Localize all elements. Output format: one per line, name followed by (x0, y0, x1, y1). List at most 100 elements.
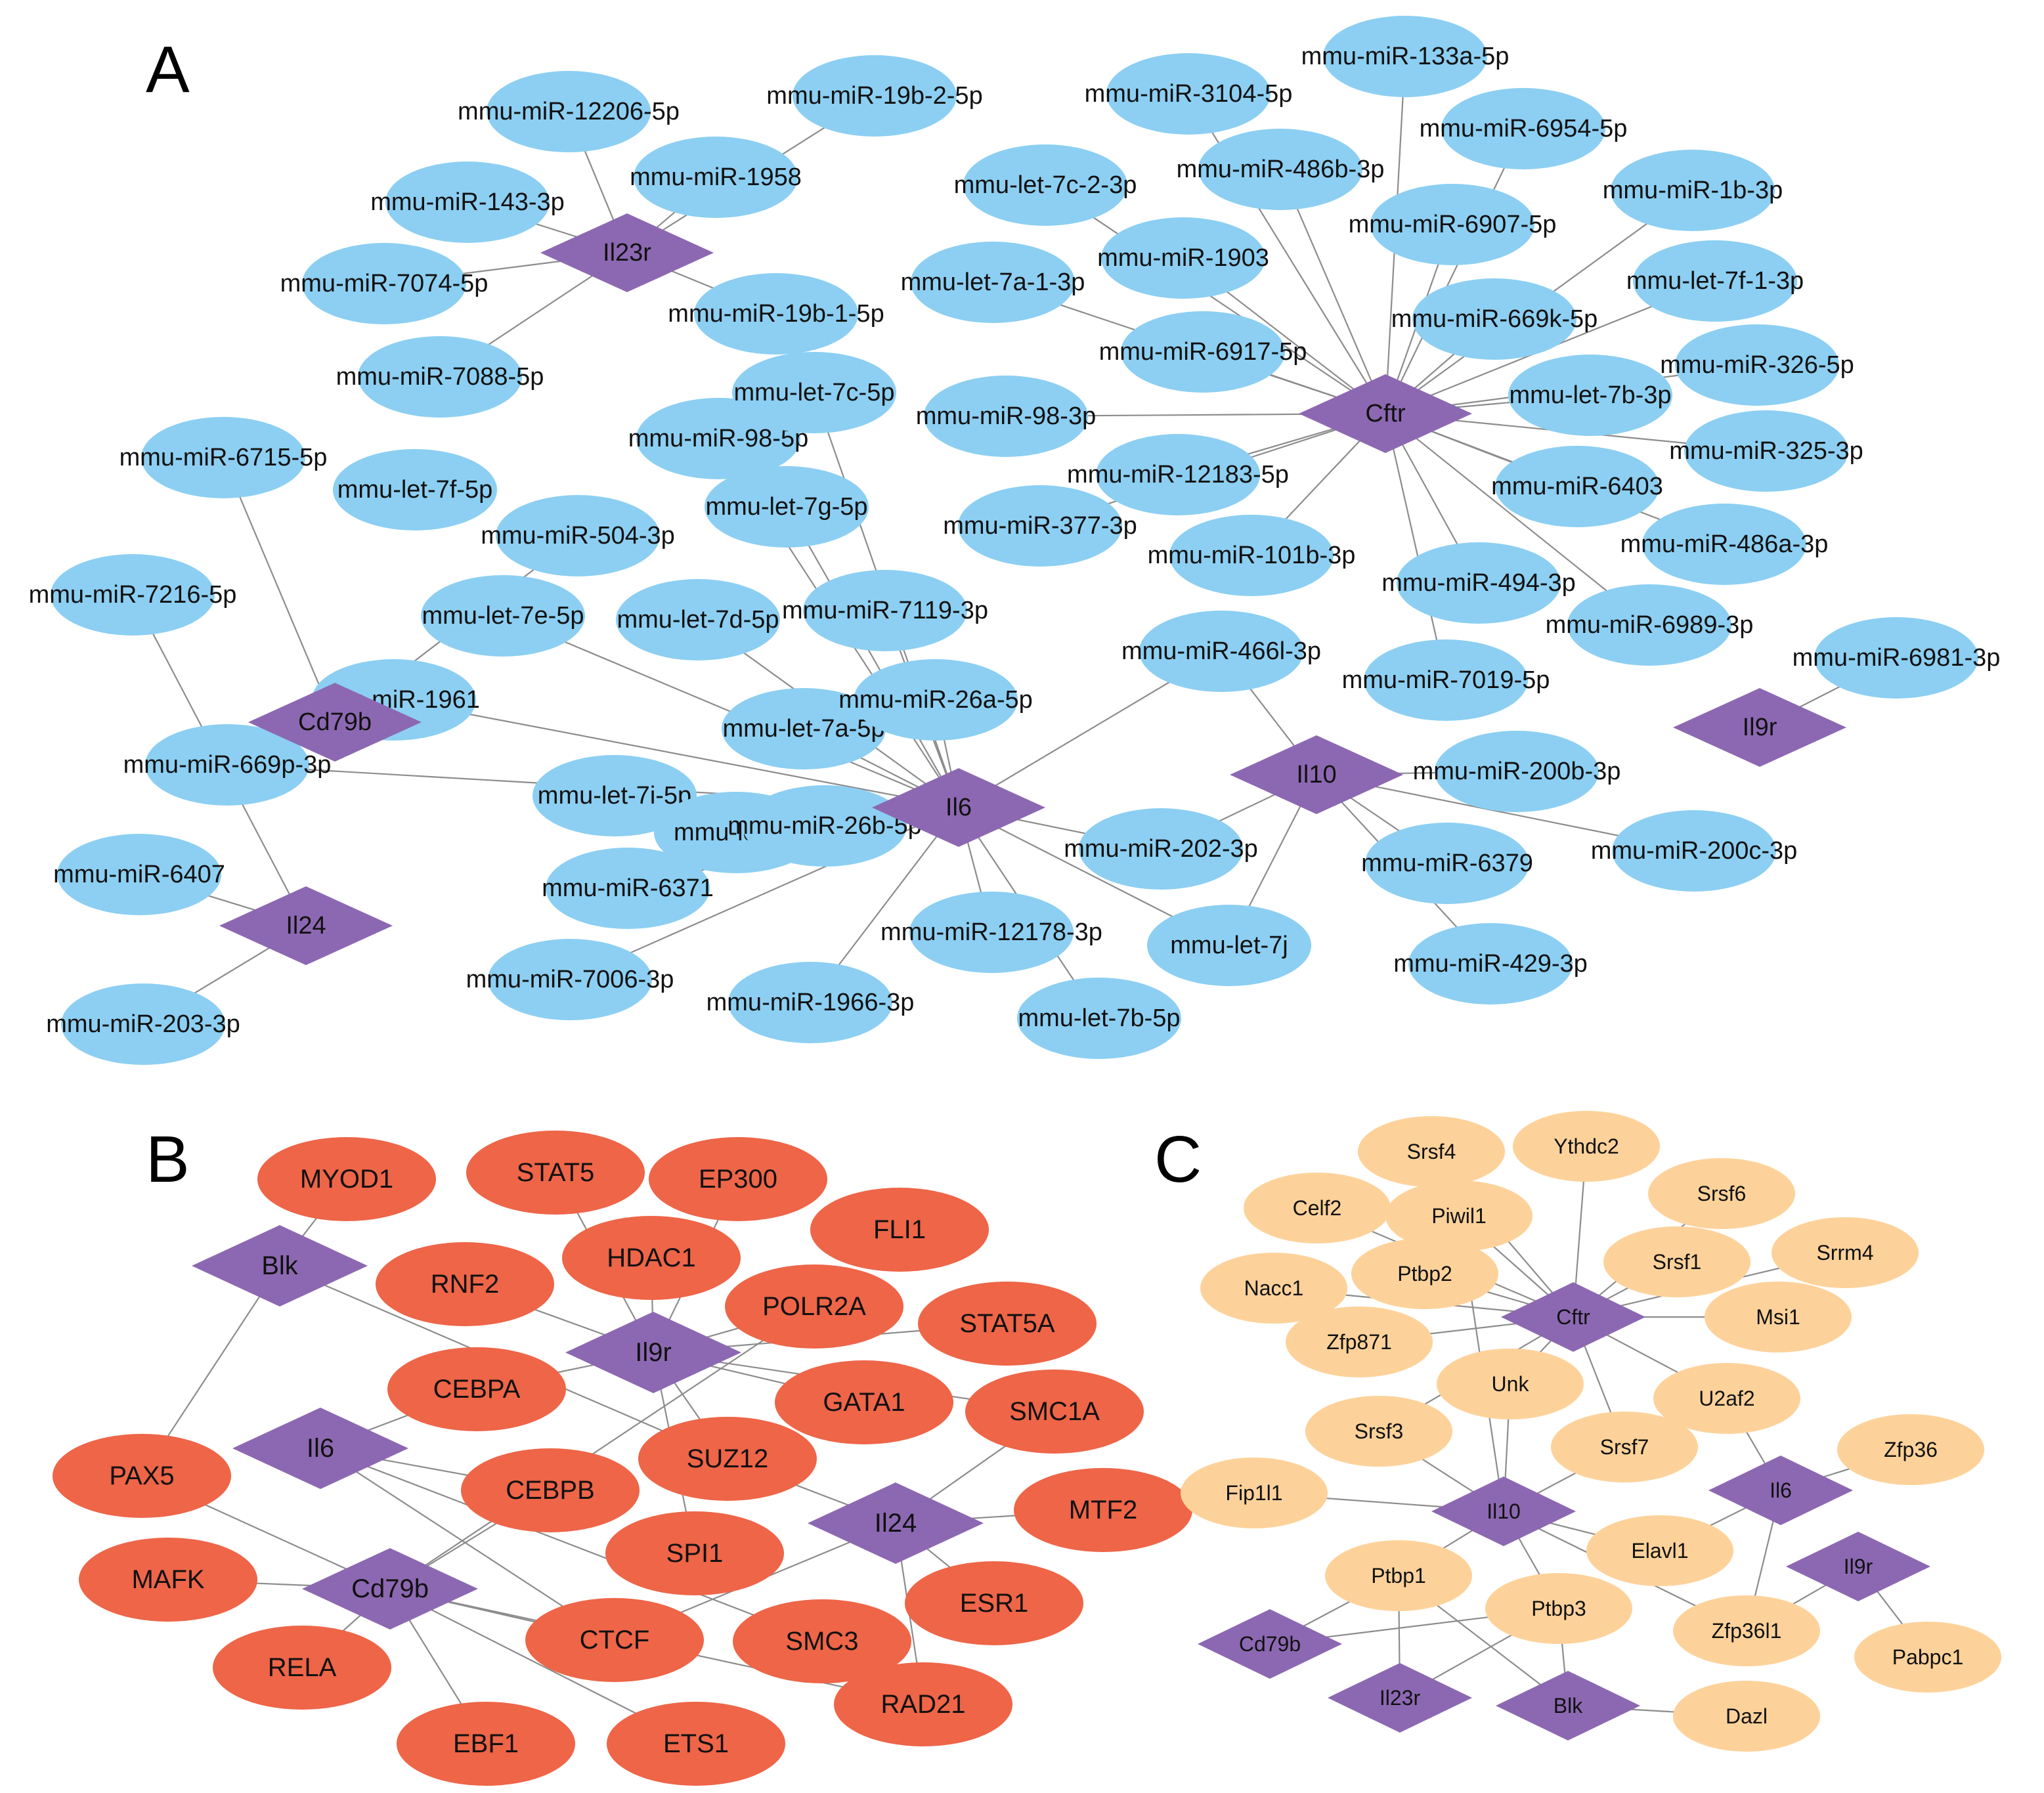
node-label: mmu-miR-7119-3p (782, 597, 988, 624)
node-shape (1200, 1253, 1347, 1324)
node-label: Ptbp2 (1397, 1262, 1452, 1285)
node-label: mmu-miR-377-3p (943, 512, 1137, 540)
edge-il6-mmu-mir-1961 (393, 699, 959, 809)
hub-label: Cd79b (298, 708, 372, 736)
node-mmu-mir-1b-3p: mmu-miR-1b-3p (1603, 150, 1783, 231)
hub-label: Cd79b (351, 1574, 429, 1603)
node-label: Celf2 (1293, 1196, 1342, 1220)
hub-shape (1673, 688, 1846, 767)
node-elavl1: Elavl1 (1586, 1515, 1733, 1586)
node-label: SMC3 (785, 1627, 858, 1656)
node-shape (1567, 584, 1731, 666)
node-label: mmu-miR-12206-5p (458, 98, 680, 125)
node-label: mmu-let-7c-2-3p (954, 171, 1137, 199)
node-shape (1837, 1414, 1984, 1485)
node-label: mmu-miR-486b-3p (1177, 156, 1385, 183)
node-shape (1633, 240, 1797, 322)
node-mmu-mir-6715-5p: mmu-miR-6715-5p (120, 417, 327, 498)
node-shape (732, 352, 896, 433)
hub-label: Cd79b (1239, 1632, 1301, 1656)
nodes-layer: mmu-miR-12206-5p mmu-miR-19b-2-5p mmu-miR-… (29, 16, 2001, 1786)
node-label: mmu-miR-12178-3p (881, 918, 1102, 946)
node-mmu-mir-26b-5p: mmu-miR-26b-5p (728, 785, 922, 867)
node-label: mmu-miR-203-3p (46, 1010, 240, 1038)
node-mmu-mir-504-3p: mmu-miR-504-3p (481, 495, 675, 576)
node-cebpa: CEBPA (387, 1347, 566, 1431)
hub-il23r: Il23r (1328, 1663, 1472, 1733)
node-shape (496, 495, 660, 576)
hub-il10: Il10 (1431, 1477, 1576, 1546)
node-shape (722, 688, 886, 769)
node-label: U2af2 (1699, 1387, 1754, 1410)
node-label: mmu-miR-6954-5p (1420, 115, 1628, 142)
node-mmu-mir-7119-3p: mmu-miR-7119-3p (782, 570, 988, 651)
node-mmu-let-7a-5p: mmu-let-7a-5p (722, 688, 886, 769)
node-label: HDAC1 (607, 1243, 696, 1272)
node-label: STAT5 (517, 1158, 595, 1187)
node-label: mmu-let-7f-1-3p (1626, 267, 1804, 295)
node-mmu-mir-494-3p: mmu-miR-494-3p (1381, 542, 1576, 624)
node-piwil1: Piwil1 (1385, 1180, 1533, 1251)
node-shape (488, 939, 652, 1020)
node-label: Srsf1 (1653, 1250, 1702, 1274)
node-shape (358, 336, 522, 418)
hub-il9r: Il9r (1673, 688, 1846, 767)
node-mmu-mir-429-3p: mmu-miR-429-3p (1393, 923, 1588, 1005)
node-shape (1603, 1226, 1750, 1297)
node-label: Unk (1492, 1372, 1530, 1396)
node-shape (533, 755, 697, 836)
node-shape (605, 1511, 784, 1595)
node-label: MYOD1 (300, 1165, 393, 1194)
node-dazl: Dazl (1673, 1681, 1820, 1752)
node-shape (145, 724, 309, 806)
node-label: mmu-miR-669k-5p (1391, 305, 1598, 333)
edge-il6-mmu-let-7g-5p (786, 506, 959, 808)
node-shape (1147, 905, 1311, 986)
node-label: mmu-miR-494-3p (1381, 569, 1576, 597)
node-mmu-mir-19b-2-5p: mmu-miR-19b-2-5p (766, 55, 983, 137)
node-shape (376, 1242, 554, 1326)
node-label: Dazl (1726, 1704, 1768, 1728)
node-shape (905, 1561, 1083, 1645)
node-shape (1181, 1458, 1328, 1528)
node-mmu-mir-200b-3p: mmu-miR-200b-3p (1413, 731, 1620, 812)
node-shape (810, 1188, 989, 1272)
hub-cftr: Cftr (1299, 374, 1472, 453)
node-ythdc2: Ythdc2 (1513, 1111, 1660, 1182)
node-label: mmu-miR-6403 (1491, 473, 1663, 500)
hub-shape (1708, 1456, 1853, 1525)
node-shape (1772, 1217, 1919, 1288)
edge-cftr-mmu-mir-486b-3p (1279, 169, 1387, 414)
node-label: EBF1 (453, 1729, 519, 1758)
node-shape (1370, 184, 1534, 265)
node-shape (854, 659, 1018, 741)
node-label: Msi1 (1756, 1305, 1800, 1329)
node-srrm4: Srrm4 (1772, 1217, 1919, 1288)
node-label: mmu-miR-326-5p (1660, 351, 1854, 379)
node-label: mmu-miR-504-3p (481, 522, 675, 550)
node-label: mmu-miR-12183-5p (1067, 461, 1289, 488)
hub-il9r: Il9r (1786, 1532, 1930, 1601)
node-mmu-mir-12206-5p: mmu-miR-12206-5p (458, 71, 680, 152)
hub-shape (1230, 735, 1403, 814)
node-shape (1351, 1238, 1498, 1309)
node-shape (1673, 1681, 1820, 1752)
hub-blk: Blk (192, 1225, 368, 1307)
node-label: SPI1 (666, 1539, 724, 1568)
node-mmu-mir-7088-5p: mmu-miR-7088-5p (336, 336, 544, 418)
node-mmu-let-7b-5p: mmu-let-7b-5p (1017, 978, 1181, 1059)
node-label: mmu-miR-26a-5p (838, 686, 1033, 714)
node-shape (1611, 150, 1775, 231)
node-shape (1513, 1111, 1660, 1182)
panel-label-b: B (146, 1123, 190, 1196)
node-label: Srsf4 (1407, 1140, 1456, 1163)
node-shape (1139, 611, 1303, 692)
node-shape (1441, 88, 1605, 169)
edge-cftr-mmu-mir-6989-3p (1385, 413, 1650, 626)
node-mmu-mir-133a-5p: mmu-miR-133a-5p (1301, 16, 1509, 97)
node-polr2a: POLR2A (725, 1264, 903, 1349)
node-ptbp3: Ptbp3 (1485, 1573, 1632, 1644)
node-label: mmu-let-7g-5p (705, 493, 867, 521)
node-label: mmu-miR-6407 (53, 861, 225, 888)
node-ep300: EP300 (649, 1137, 827, 1221)
